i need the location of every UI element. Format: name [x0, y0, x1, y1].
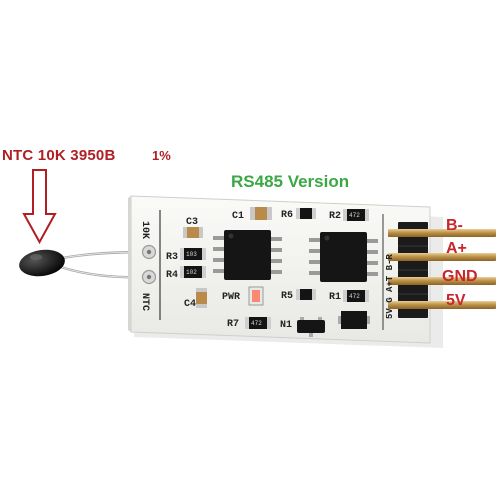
label-r2: R2	[329, 211, 341, 222]
ntc-probe	[19, 249, 151, 279]
code-r2: 472	[349, 212, 360, 219]
header-pins	[388, 229, 496, 309]
pin-label-gnd: GND	[442, 268, 478, 285]
label-header-pins: 5V G A+T B-R	[385, 254, 395, 319]
resistor-r2	[343, 209, 369, 221]
power-led	[248, 286, 264, 306]
pin-label-5v: 5V	[446, 292, 466, 309]
label-r5: R5	[281, 291, 293, 302]
label-r6: R6	[281, 210, 293, 221]
code-r3: 103	[186, 251, 197, 258]
label-r3: R3	[166, 252, 178, 263]
code-r1: 472	[349, 293, 360, 300]
pin-label-b-minus: B-	[446, 217, 463, 234]
module-version-label: RS485 Version	[231, 172, 350, 191]
ic-chip-left	[213, 230, 282, 280]
pin-label-a-plus: A+	[446, 240, 467, 257]
resistor-r5	[296, 289, 316, 300]
label-pwr: PWR	[222, 292, 240, 303]
label-r4: R4	[166, 270, 178, 281]
pin-header	[398, 222, 428, 318]
resistor-r4	[180, 266, 206, 278]
component-u4	[338, 311, 370, 329]
code-r7: 472	[251, 320, 262, 327]
down-arrow-icon	[22, 169, 57, 245]
label-c1: C1	[232, 211, 244, 222]
label-10k: 10K	[139, 221, 150, 239]
resistor-r3	[180, 248, 206, 260]
label-n1: N1	[280, 320, 292, 331]
label-c3: C3	[186, 217, 198, 228]
label-ntc: NTC	[139, 293, 150, 311]
label-r7: R7	[227, 319, 239, 330]
transistor-n1	[297, 317, 325, 337]
resistor-r6	[296, 208, 316, 219]
ic-chip-right	[309, 232, 378, 282]
sensor-title: NTC 10K 3950B	[2, 147, 116, 164]
label-c4: C4	[184, 299, 196, 310]
code-r4: 102	[186, 269, 197, 276]
capacitor-c1	[250, 207, 272, 220]
resistor-r7	[245, 317, 271, 329]
capacitor-c4	[196, 288, 207, 308]
capacitor-c3	[183, 227, 203, 238]
resistor-r1	[343, 290, 369, 302]
sensor-tolerance: 1%	[152, 148, 171, 163]
label-r1: R1	[329, 292, 341, 303]
